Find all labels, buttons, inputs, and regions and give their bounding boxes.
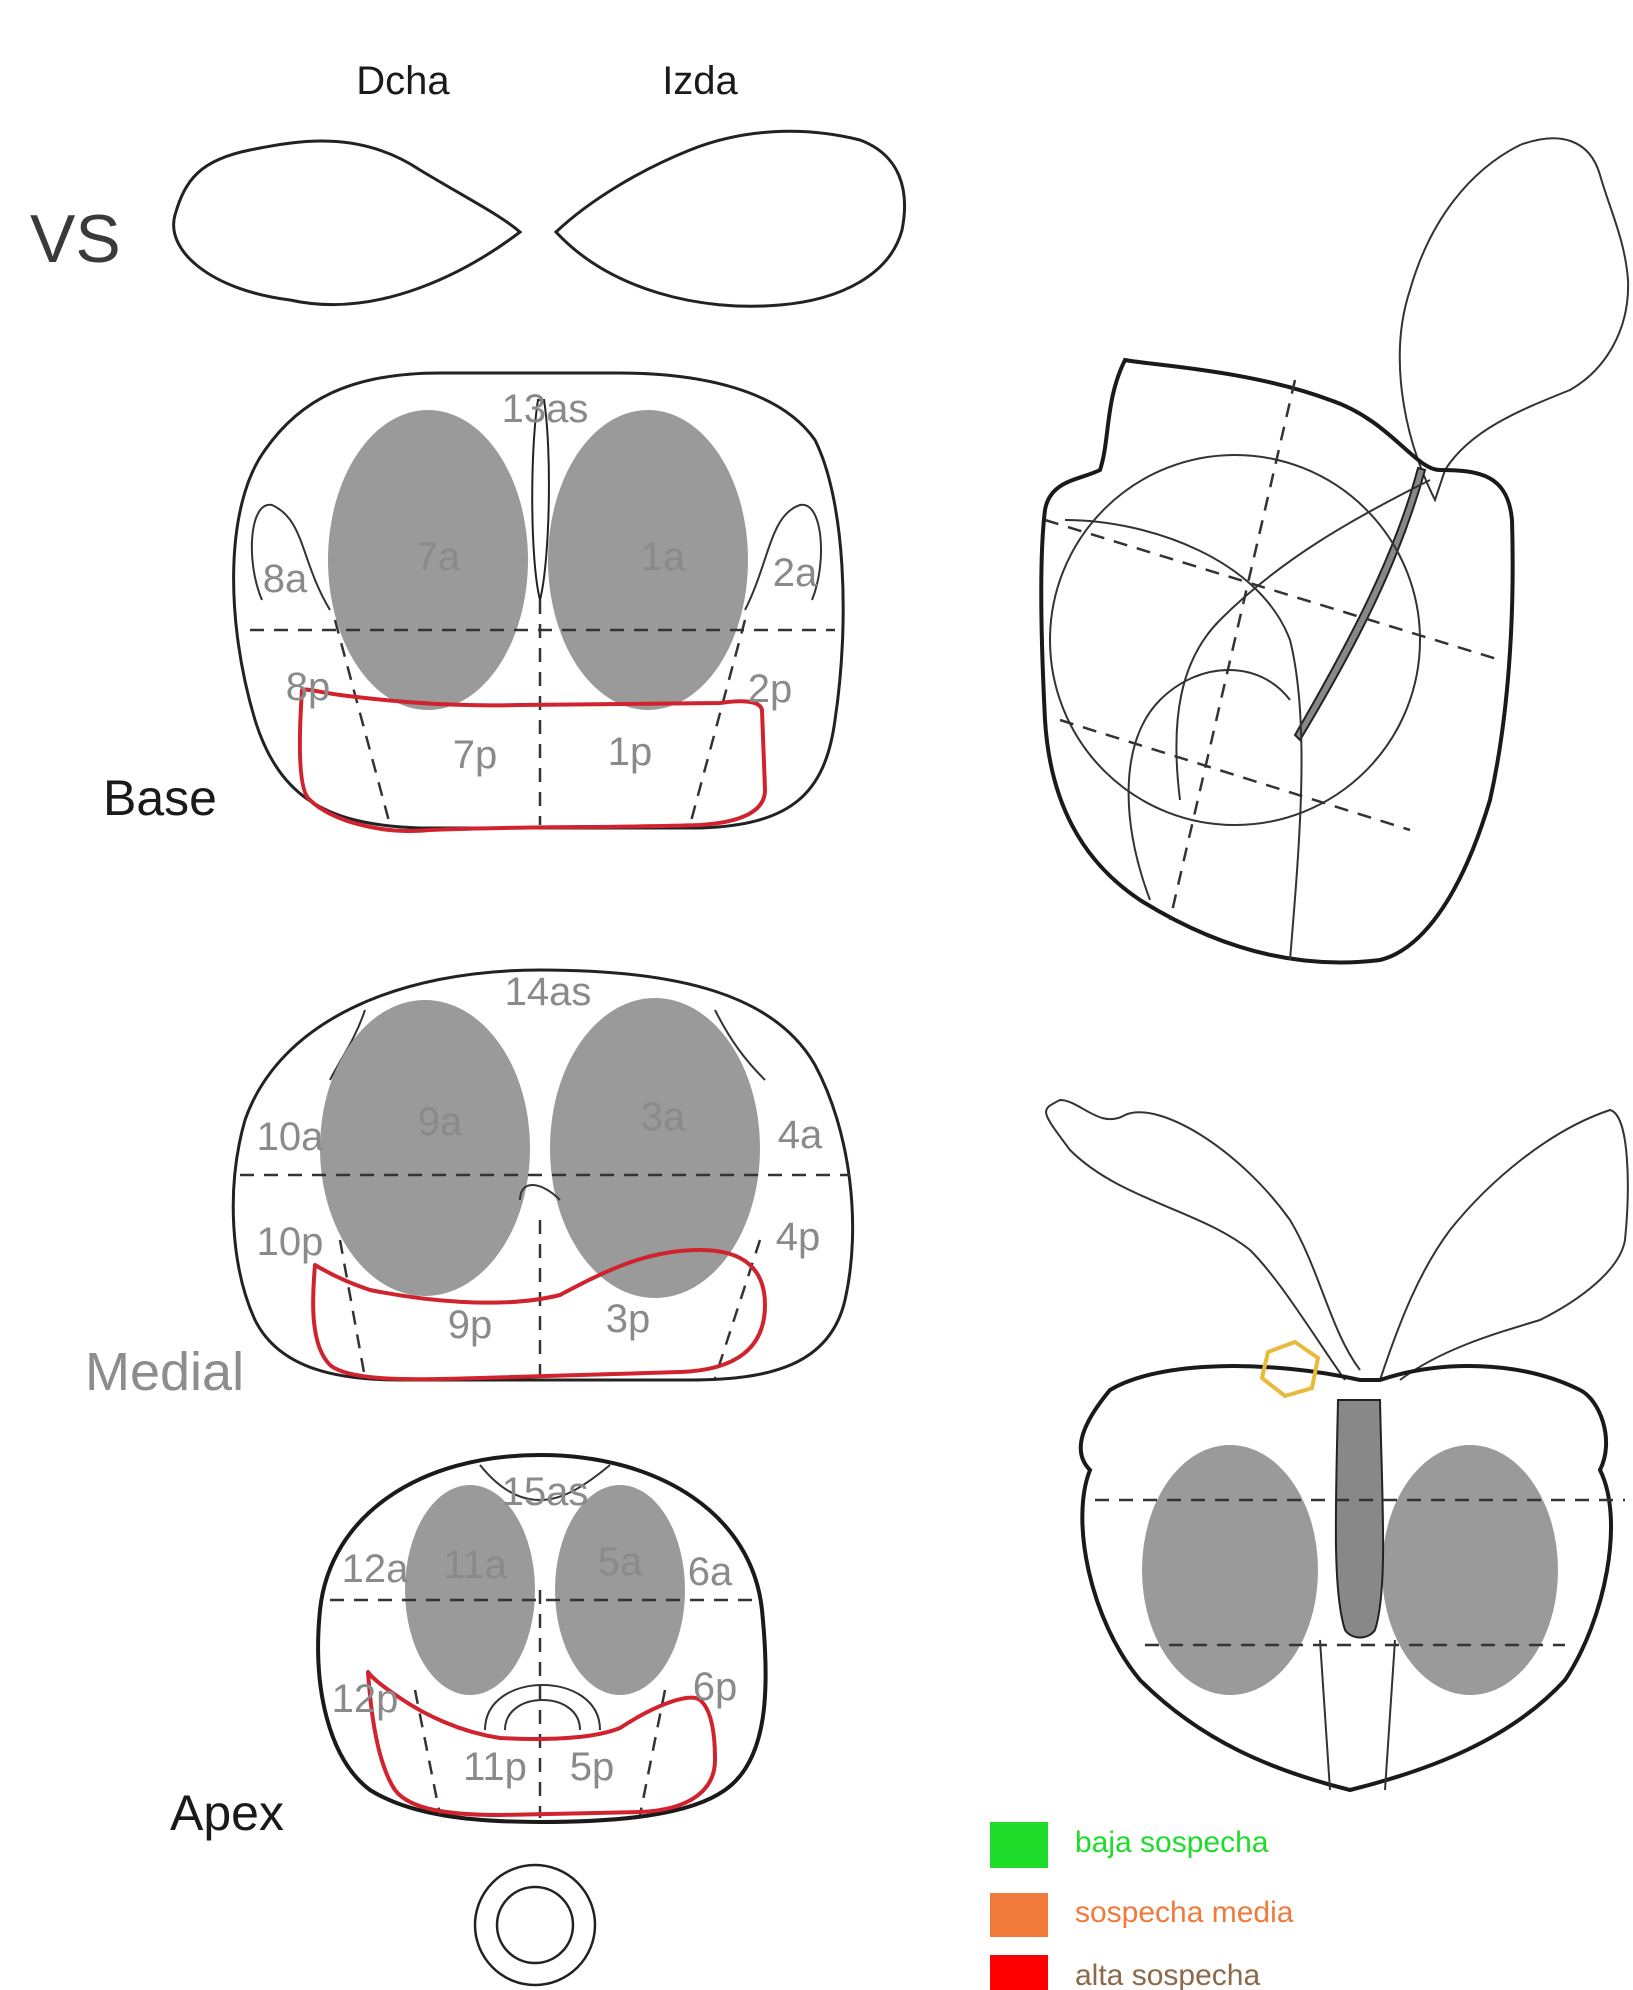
base-segment-2p: 2p [748, 667, 793, 711]
apex-right-central-gland [405, 1485, 535, 1695]
sagittal-prostate-outline [1041, 360, 1512, 963]
legend: baja sospecha sospecha media alta sospec… [990, 1822, 1294, 1990]
sagittal-oblique-divider-1 [1045, 520, 1500, 660]
medial-segment-14as: 14as [505, 970, 592, 1014]
coronal-left-seminal-vesicle [1380, 1110, 1628, 1380]
legend-swatch-medium [990, 1893, 1048, 1937]
base-segment-7a: 7a [416, 535, 461, 579]
apex-left-central-gland [555, 1485, 685, 1695]
right-side-label: Dcha [356, 59, 450, 103]
medial-label: Medial [85, 1342, 244, 1402]
medial-segment-10p: 10p [257, 1220, 324, 1264]
base-segment-7p: 7p [453, 733, 498, 777]
medial-segment-10a: 10a [257, 1115, 324, 1159]
sagittal-seminal-vesicle [1400, 138, 1628, 500]
legend-label-high: alta sospecha [1075, 1959, 1260, 1990]
apex-sphincter-inner [505, 1700, 580, 1730]
left-side-label: Izda [662, 59, 738, 103]
urethra-inner-ring [497, 1887, 573, 1963]
coronal-left-central-gland [1382, 1445, 1558, 1695]
apex-label: Apex [170, 1785, 284, 1841]
coronal-right-seminal-vesicle [1046, 1100, 1360, 1380]
apex-sphincter-outer [485, 1685, 600, 1730]
sagittal-ejaculatory-duct [1295, 468, 1425, 740]
sagittal-urethra-curve-1 [1065, 520, 1302, 960]
apex-segment-12a: 12a [342, 1547, 409, 1591]
apex-segment-12p: 12p [332, 1677, 399, 1721]
apex-section: Apex 15as 12a 11a 5a 6a 12p 6p 11p 5p [170, 1455, 766, 1841]
apex-marked-lesion [368, 1672, 715, 1815]
apex-segment-5p: 5p [570, 1745, 615, 1789]
urethra-outer-ring [475, 1865, 595, 1985]
seminal-vesicles-label: VS [30, 201, 121, 277]
apex-segment-5a: 5a [598, 1540, 643, 1584]
coronal-urethra-lower-right [1385, 1640, 1395, 1790]
base-segment-1a: 1a [641, 535, 686, 579]
apex-segment-6a: 6a [688, 1550, 733, 1594]
base-label: Base [103, 770, 217, 826]
medial-segment-3a: 3a [641, 1095, 686, 1139]
sagittal-view [1041, 138, 1628, 962]
sagittal-oblique-divider-2 [1060, 720, 1410, 830]
medial-section: Medial 14as 9a 3a 10a 4a 10p 4p 9p 3p [85, 970, 853, 1402]
apex-segment-11p: 11p [463, 1745, 527, 1789]
medial-segment-3p: 3p [606, 1297, 651, 1341]
coronal-view [1046, 1100, 1628, 1790]
medial-segment-4p: 4p [776, 1215, 821, 1259]
left-seminal-vesicle [556, 131, 905, 306]
coronal-urethra-lower-left [1320, 1640, 1330, 1790]
medial-segment-9a: 9a [418, 1100, 463, 1144]
medial-segment-4a: 4a [778, 1113, 823, 1157]
legend-swatch-low [990, 1822, 1048, 1868]
coronal-urethra [1336, 1400, 1383, 1638]
sagittal-transition-zone [1129, 670, 1290, 900]
apex-segment-6p: 6p [693, 1665, 738, 1709]
coronal-right-central-gland [1142, 1445, 1318, 1695]
medial-right-central-gland [320, 1000, 530, 1296]
sagittal-urethra-curve-2 [1176, 480, 1430, 800]
legend-label-medium: sospecha media [1075, 1896, 1294, 1929]
medial-segment-9p: 9p [448, 1303, 493, 1347]
legend-label-low: baja sospecha [1075, 1826, 1269, 1859]
base-segment-1p: 1p [608, 730, 653, 774]
base-segment-8p: 8p [286, 665, 331, 709]
base-segment-8a: 8a [263, 557, 308, 601]
legend-swatch-high [990, 1955, 1048, 1990]
base-section: Base 13as 7a 1a 8a 2a 8p 2p 7p 1p [103, 373, 843, 831]
base-segment-13as: 13as [502, 387, 589, 431]
right-seminal-vesicle [174, 141, 520, 305]
base-segment-2a: 2a [773, 551, 818, 595]
apex-segment-11a: 11a [443, 1543, 508, 1587]
apex-segment-15as: 15as [502, 1470, 589, 1514]
